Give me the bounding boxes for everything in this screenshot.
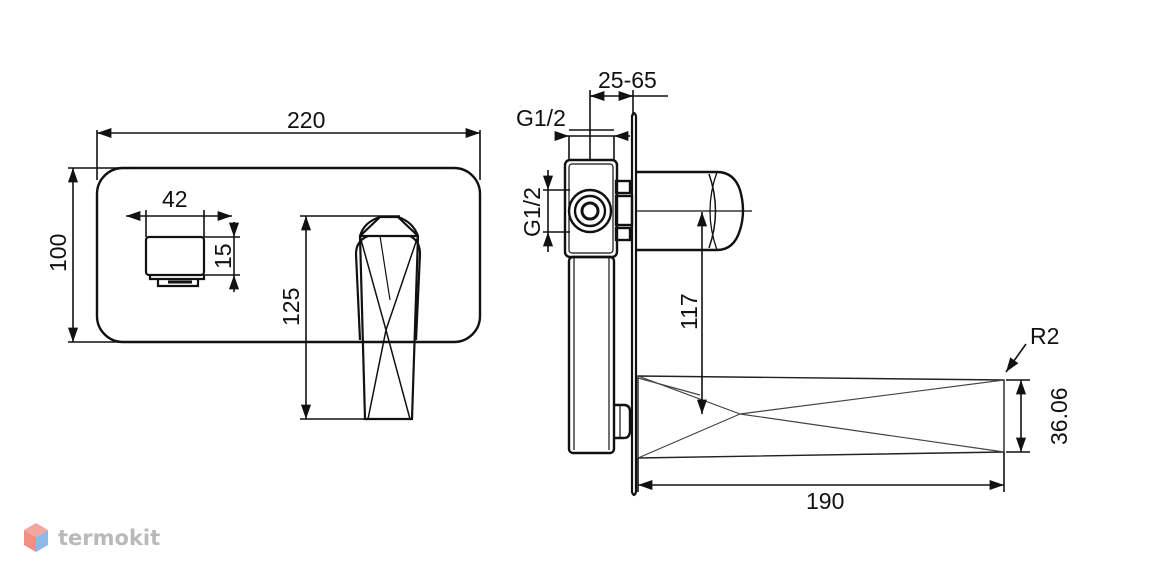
spout-drop-label: 117 bbox=[676, 293, 702, 330]
handle-width-label: 42 bbox=[162, 186, 188, 212]
radius-label: R2 bbox=[1030, 323, 1059, 349]
valve-body bbox=[563, 158, 634, 455]
spout-length-label: 190 bbox=[806, 488, 844, 514]
thread-side-label: G1/2 bbox=[519, 187, 545, 237]
handle-side bbox=[636, 170, 752, 252]
spout-height-label-side: 36.06 bbox=[1046, 387, 1072, 445]
watermark: termokit bbox=[22, 522, 160, 554]
mixer-handle bbox=[144, 235, 206, 288]
height-label: 100 bbox=[45, 234, 71, 272]
spout-height-label: 125 bbox=[278, 288, 304, 326]
handle-height-label: 15 bbox=[210, 243, 236, 269]
spout-side bbox=[637, 375, 1005, 459]
thread-top-label: G1/2 bbox=[516, 105, 566, 131]
wall-range-label: 25-65 bbox=[598, 67, 657, 93]
width-label: 220 bbox=[287, 107, 325, 133]
front-view bbox=[67, 127, 482, 421]
watermark-brand: termokit bbox=[58, 526, 161, 550]
spout-front bbox=[354, 215, 422, 421]
side-view bbox=[542, 90, 1030, 497]
wall-plate bbox=[95, 166, 482, 344]
termokit-logo-icon bbox=[24, 523, 48, 552]
side-wall-plate bbox=[630, 111, 638, 497]
